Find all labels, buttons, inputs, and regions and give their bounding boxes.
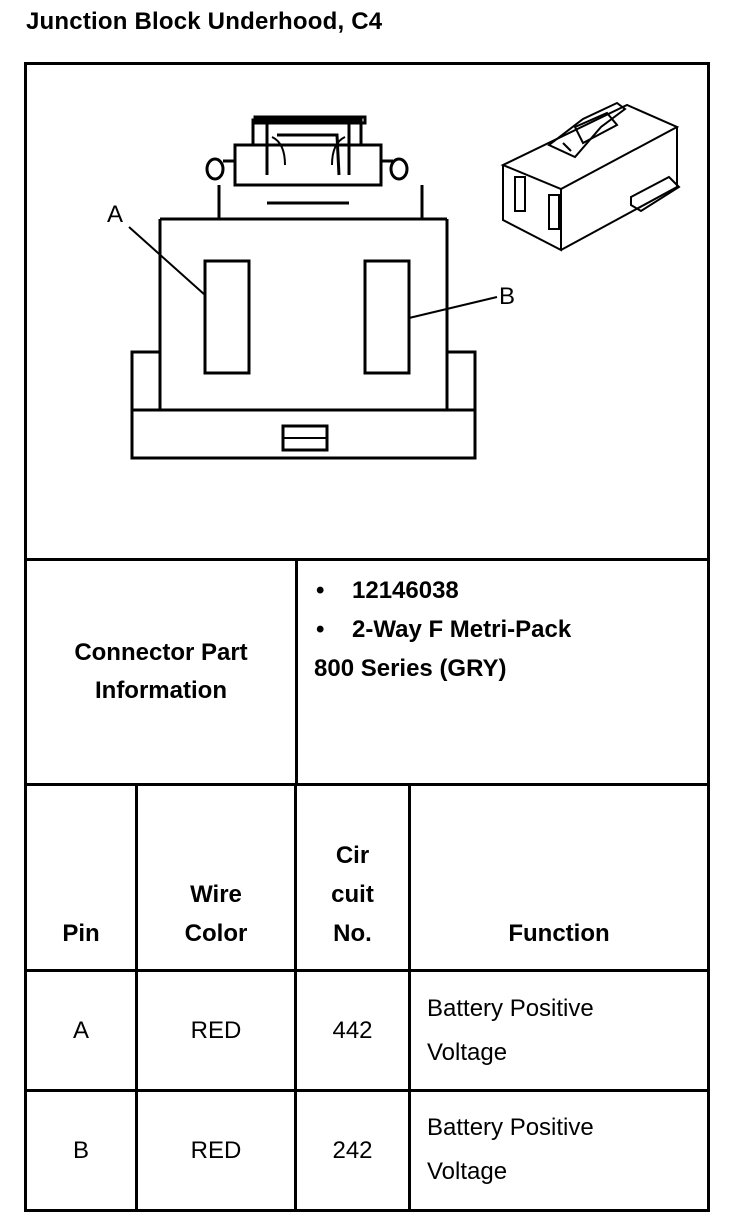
divider (295, 561, 298, 783)
header-circuit: Cir cuit No. (297, 786, 408, 969)
header-function-label: Function (508, 920, 610, 947)
connector-part-label-line1: Connector Part (74, 639, 248, 666)
part-series: 800 Series (GRY) (314, 655, 507, 682)
header-wire-color-line1: Wire (190, 881, 242, 908)
divider (294, 786, 297, 1212)
divider (27, 783, 707, 786)
header-wire-color: Wire Color (138, 786, 294, 969)
label-b: B (499, 283, 516, 310)
header-pin: Pin (27, 786, 135, 969)
page-title: Junction Block Underhood, C4 (26, 8, 383, 35)
row-a-function-line1: Battery Positive (427, 995, 594, 1022)
row-a-wire-color: RED (190, 1016, 242, 1044)
row-a-function: Battery Positive Voltage (427, 987, 594, 1075)
connector-part-label-line2: Information (94, 677, 227, 704)
header-wire-color-line2: Color (184, 920, 248, 947)
divider (27, 558, 707, 561)
header-circuit-line2: cuit (331, 881, 374, 908)
row-b-wire-color: RED (190, 1136, 242, 1164)
row-b-circuit: 242 (332, 1136, 373, 1164)
header-pin-label: Pin (62, 920, 100, 947)
row-a-pin: A (72, 1016, 89, 1044)
part-type: 2-Way F Metri-Pack (352, 616, 572, 643)
divider (408, 786, 411, 1212)
part-number-bullet: •12146038 (316, 577, 459, 604)
part-number: 12146038 (352, 577, 459, 604)
divider (135, 786, 138, 1212)
connector-diagram: A B (27, 65, 707, 558)
label-a: A (107, 201, 124, 228)
row-a-function-line2: Voltage (427, 1039, 508, 1066)
part-type-bullet: •2-Way F Metri-Pack (316, 616, 572, 643)
row-b-function-line1: Battery Positive (427, 1114, 594, 1141)
header-circuit-line1: Cir (335, 842, 370, 869)
row-a-circuit: 442 (332, 1016, 373, 1044)
connector-part-info: •12146038 •2-Way F Metri-Pack 800 Series… (298, 561, 707, 783)
connector-part-label: Connector Part Information (74, 634, 247, 710)
row-b-function: Battery Positive Voltage (427, 1106, 594, 1194)
connector-part-label-cell: Connector Part Information (27, 561, 295, 783)
divider (27, 1089, 707, 1092)
connector-face-diagram (128, 101, 681, 460)
header-circuit-line3: No. (333, 920, 372, 947)
divider (27, 969, 707, 972)
header-function: Function (411, 786, 707, 969)
connector-frame: A B Connector Part Information •12146038… (24, 62, 710, 1212)
row-b-pin: B (72, 1136, 89, 1164)
row-b-function-line2: Voltage (427, 1158, 508, 1185)
